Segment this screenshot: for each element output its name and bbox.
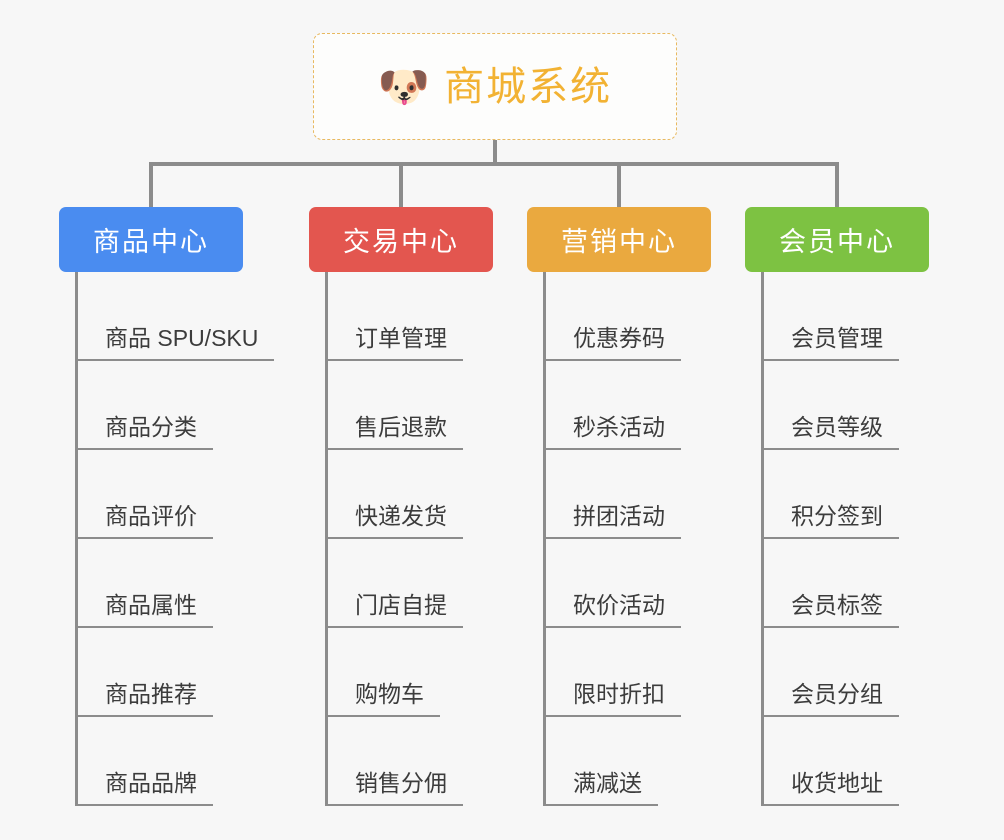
list-item[interactable]: 订单管理 (325, 272, 463, 361)
list-item[interactable]: 限时折扣 (543, 628, 681, 717)
leaf-label: 砍价活动 (543, 594, 681, 628)
list-item[interactable]: 收货地址 (761, 717, 899, 806)
category-header-marketing-center[interactable]: 营销中心 (527, 207, 711, 272)
category-spine-product-center (75, 272, 78, 806)
list-item[interactable]: 快递发货 (325, 450, 463, 539)
category-header-label: 交易中心 (343, 227, 459, 257)
category-header-label: 商品中心 (93, 227, 209, 257)
list-item[interactable]: 销售分佣 (325, 717, 463, 806)
leaf-label: 商品评价 (75, 505, 213, 539)
leaf-label: 商品 SPU/SKU (75, 327, 275, 361)
leaf-label: 积分签到 (761, 505, 899, 539)
list-item[interactable]: 商品品牌 (75, 717, 213, 806)
leaf-label: 商品属性 (75, 594, 213, 628)
leaf-label: 售后退款 (325, 416, 463, 450)
category-header-trade-center[interactable]: 交易中心 (309, 207, 493, 272)
list-item[interactable]: 会员标签 (761, 539, 899, 628)
list-item[interactable]: 商品属性 (75, 539, 213, 628)
root-node[interactable]: 🐶 商城系统 (313, 33, 677, 140)
category-header-label: 会员中心 (779, 227, 895, 257)
list-item[interactable]: 会员分组 (761, 628, 899, 717)
leaf-label: 快递发货 (325, 505, 463, 539)
list-item[interactable]: 会员管理 (761, 272, 899, 361)
leaf-label: 商品推荐 (75, 683, 213, 717)
category-column-member-center: 会员中心会员管理会员等级积分签到会员标签会员分组收货地址 (745, 207, 929, 806)
drop-line-product-center (149, 162, 153, 207)
category-spine-marketing-center (543, 272, 546, 806)
drop-line-member-center (835, 162, 839, 207)
category-column-product-center: 商品中心商品 SPU/SKU 商品分类商品评价商品属性商品推荐商品品牌 (59, 207, 275, 806)
leaf-label: 销售分佣 (325, 772, 463, 806)
category-header-label: 营销中心 (561, 227, 677, 257)
category-column-marketing-center: 营销中心优惠券码秒杀活动拼团活动砍价活动限时折扣满减送 (527, 207, 711, 806)
list-item[interactable]: 购物车 (325, 628, 440, 717)
shiba-dog-face-icon: 🐶 (377, 62, 431, 110)
bus-line (149, 162, 839, 166)
list-item[interactable]: 商品分类 (75, 361, 213, 450)
root-title: 商城系统 (444, 64, 613, 109)
leaf-label: 优惠券码 (543, 327, 681, 361)
leaf-label: 拼团活动 (543, 505, 681, 539)
leaf-label: 门店自提 (325, 594, 463, 628)
drop-line-trade-center (399, 162, 403, 207)
leaf-label: 秒杀活动 (543, 416, 681, 450)
list-item[interactable]: 商品评价 (75, 450, 213, 539)
list-item[interactable]: 门店自提 (325, 539, 463, 628)
list-item[interactable]: 满减送 (543, 717, 658, 806)
category-header-product-center[interactable]: 商品中心 (59, 207, 243, 272)
leaf-label: 会员等级 (761, 416, 899, 450)
trunk-line (493, 140, 497, 166)
category-spine-trade-center (325, 272, 328, 806)
leaf-label: 会员管理 (761, 327, 899, 361)
category-header-member-center[interactable]: 会员中心 (745, 207, 929, 272)
list-item[interactable]: 商品 SPU/SKU (75, 272, 275, 361)
list-item[interactable]: 商品推荐 (75, 628, 213, 717)
list-item[interactable]: 售后退款 (325, 361, 463, 450)
drop-line-marketing-center (617, 162, 621, 207)
category-column-trade-center: 交易中心订单管理售后退款快递发货门店自提购物车销售分佣 (309, 207, 493, 806)
list-item[interactable]: 拼团活动 (543, 450, 681, 539)
leaf-label: 会员标签 (761, 594, 899, 628)
category-spine-member-center (761, 272, 764, 806)
leaf-label: 商品品牌 (75, 772, 213, 806)
leaf-label: 订单管理 (325, 327, 463, 361)
list-item[interactable]: 积分签到 (761, 450, 899, 539)
list-item[interactable]: 会员等级 (761, 361, 899, 450)
leaf-label: 收货地址 (761, 772, 899, 806)
leaf-label: 满减送 (543, 772, 658, 806)
leaf-label: 商品分类 (75, 416, 213, 450)
list-item[interactable]: 砍价活动 (543, 539, 681, 628)
leaf-label: 会员分组 (761, 683, 899, 717)
leaf-label: 限时折扣 (543, 683, 681, 717)
list-item[interactable]: 优惠券码 (543, 272, 681, 361)
leaf-label: 购物车 (325, 683, 440, 717)
list-item[interactable]: 秒杀活动 (543, 361, 681, 450)
